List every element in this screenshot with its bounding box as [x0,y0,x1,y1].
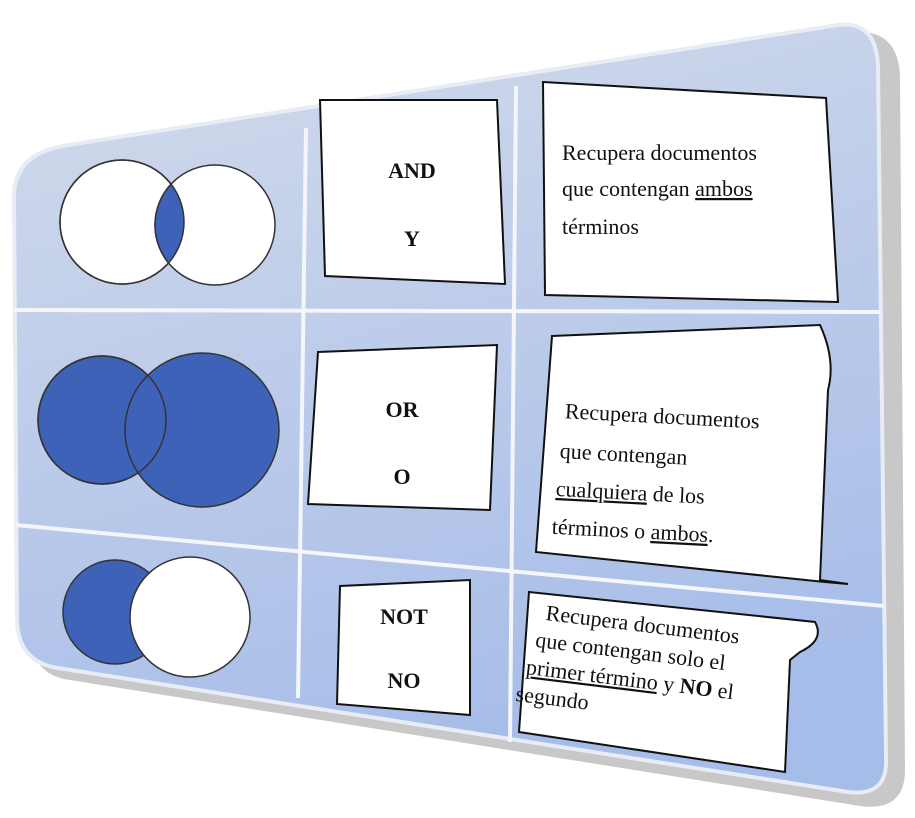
description-card-and: Recupera documentos que contengan ambos … [541,80,840,304]
venn-and [59,159,276,286]
operator-label: AND [388,158,436,183]
operator-card-or: OR O [306,343,499,512]
venn-not [62,556,251,678]
description-line: Recupera documentos [562,140,757,165]
operator-card-not: NOT NO [335,578,471,717]
operator-label: OR [386,397,420,422]
operator-label-es: O [393,464,410,489]
operator-card-and: AND Y [318,99,507,286]
description-line: términos [562,214,639,239]
venn-or [37,352,280,508]
grid-lines [13,85,885,743]
operator-label-es: Y [404,226,420,251]
description-card-not: Recupera documentos que contengan solo e… [514,590,819,774]
description-line: que contengan ambos [562,176,753,201]
description-card-or: Recupera documentos que contengan cualqu… [534,323,849,585]
operator-label: NOT [380,604,428,629]
description-line: términos o ambos. [551,514,714,547]
operator-label-es: NO [388,668,421,693]
description-line: cualquiera de los [555,476,705,509]
